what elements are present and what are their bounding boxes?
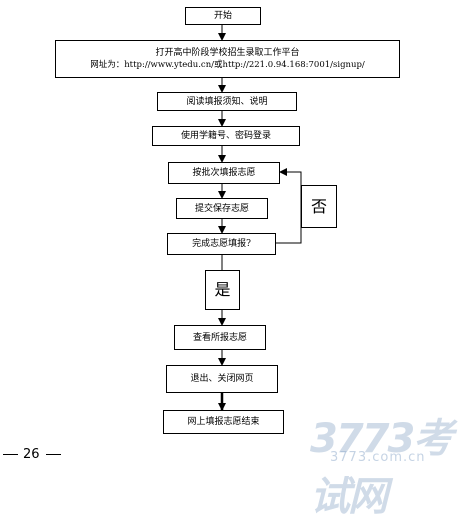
watermark-url: 3773.com.cn	[330, 450, 426, 465]
no-branch-box: 否	[301, 185, 337, 228]
login-label: 使用学籍号、密码登录	[180, 131, 271, 141]
view-submitted-node: 查看所报志愿	[174, 325, 266, 350]
login-node: 使用学籍号、密码登录	[152, 126, 300, 146]
done-question-node: 完成志愿填报?	[167, 233, 276, 255]
view-submitted-label: 查看所报志愿	[192, 332, 247, 343]
open-platform-url: 网址为：http://www.ytedu.cn/或http://221.0.94…	[90, 60, 365, 70]
yes-branch-label: 是	[214, 280, 231, 299]
yes-branch-box: 是	[205, 270, 240, 310]
open-platform-node: 打开高中阶段学校招生录取工作平台 网址为：http://www.ytedu.cn…	[55, 40, 400, 78]
end-node: 网上填报志愿结束	[163, 410, 284, 434]
page-number: 26	[23, 447, 40, 462]
no-branch-label: 否	[310, 196, 327, 216]
read-notice-node: 阅读填报须知、说明	[157, 92, 297, 111]
submit-save-label: 提交保存志愿	[194, 203, 249, 214]
page-number-left-dash	[3, 454, 18, 455]
exit-close-label: 退出、关闭网页	[190, 374, 254, 384]
end-label: 网上填报志愿结束	[187, 417, 260, 427]
fill-by-batch-node: 按批次填报志愿	[168, 162, 280, 184]
watermark-logo: 3773考试网 3773.com.cn	[300, 406, 470, 520]
fill-by-batch-label: 按批次填报志愿	[192, 168, 256, 178]
open-platform-label: 打开高中阶段学校招生录取工作平台	[155, 48, 300, 58]
exit-close-node: 退出、关闭网页	[166, 365, 278, 393]
start-node: 开始	[185, 7, 261, 25]
read-notice-label: 阅读填报须知、说明	[186, 96, 268, 107]
done-question-label: 完成志愿填报?	[192, 239, 251, 249]
page-number-right-dash	[46, 454, 61, 455]
submit-save-node: 提交保存志愿	[176, 198, 268, 219]
page-number-area: 26	[0, 445, 100, 465]
start-label: 开始	[213, 11, 232, 21]
